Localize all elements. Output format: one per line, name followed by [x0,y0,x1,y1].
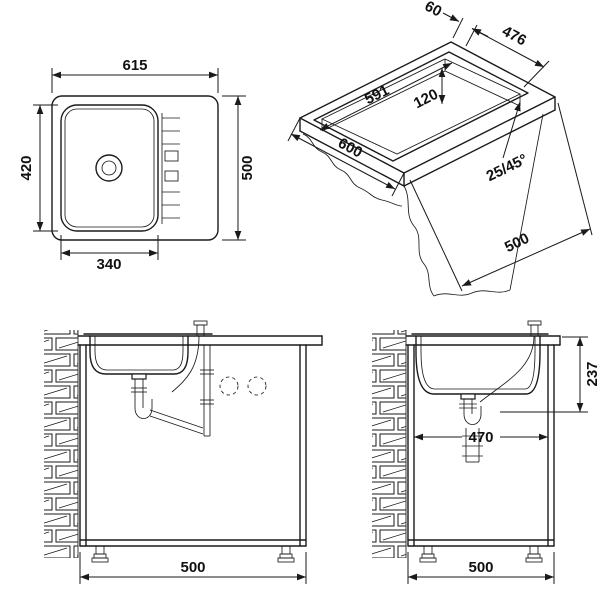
faucet-icon [527,320,542,337]
dim-label-inner-width: 470 [468,429,493,446]
faucet-icon [193,320,208,337]
dim-label-trap-height: 237 [584,361,600,386]
dim-label-front-base-width: 500 [180,559,205,576]
cabinet-carcass [79,344,307,547]
brick-wall [44,330,78,558]
dim-base-depth: 500 [409,102,593,292]
brick-wall [372,330,406,558]
knockout-circle [247,376,267,396]
corner-spec-callout: 25/45° [484,101,531,185]
dim-label-edge-offset: 60 [422,0,445,20]
side-section-view: 237 470 500 [372,320,600,584]
dim-label-base-depth: 500 [502,230,532,256]
p-trap-plumbing [131,335,214,437]
dim-label-overall-width: 615 [122,57,147,74]
dim-inner-width: 470 [414,429,548,446]
dim-label-overall-depth: 500 [239,155,256,180]
dim-bowl-height: 420 [18,104,58,232]
dim-label-bowl-depth: 120 [411,86,441,113]
adjustable-foot [91,545,109,563]
isometric-cutout-view: 60 476 591 120 600 25/45° 5 [287,0,593,297]
dim-overall-width: 615 [51,57,219,93]
knockout-circle [219,376,239,396]
worktop-section [77,335,323,346]
dim-bowl-width: 340 [60,235,159,273]
dim-label-cutout-width: 591 [362,82,392,109]
top-view: 615 420 500 340 [18,57,256,273]
dim-overall-depth: 500 [222,95,256,241]
drain-icon [95,154,123,182]
drain-fitting [460,393,476,400]
bottle-trap-plumbing [459,335,535,463]
sink-bowl-inner [64,108,155,228]
sink-bowl-rim [60,104,159,232]
dim-label-corner-spec: 25/45° [484,151,531,185]
drain-fitting [131,373,147,380]
dim-label-side-base-depth: 500 [468,559,493,576]
adjustable-foot [525,545,543,563]
dim-trap-height: 237 [500,336,600,413]
dim-label-bowl-width: 340 [96,256,121,273]
sink-section [411,333,549,400]
cabinet-breakaway-panel [403,113,544,297]
dim-front-base-width: 500 [79,552,307,584]
dim-label-bowl-height: 420 [18,155,35,180]
adjustable-foot [277,545,295,563]
dim-edge-offset: 60 [422,0,489,47]
front-section-view: 500 [44,320,323,584]
dim-side-base-depth: 500 [407,552,555,584]
drainboard [161,113,180,224]
worktop-section [405,335,561,346]
sink-section [83,333,213,380]
adjustable-foot [419,545,437,563]
sink-frame [51,95,219,241]
